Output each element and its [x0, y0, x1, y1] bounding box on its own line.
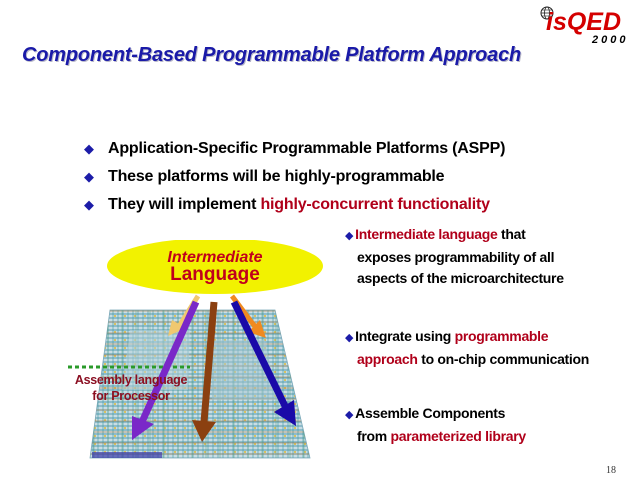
right-bullet-1-highlight: Intermediate language: [355, 226, 498, 242]
main-bullet-2-text: These platforms will be highly-programma…: [108, 168, 445, 185]
arrows: [132, 294, 296, 442]
right-bullet-1-text-b: exposes programmability of all: [357, 249, 555, 265]
main-bullet-1-text: Application-Specific Programmable Platfo…: [108, 140, 506, 157]
diamond-bullet-icon: ◆: [84, 197, 94, 212]
right-bullet-2-highlight-2: approach: [357, 351, 418, 367]
isqed-logo: isQED 2000: [538, 4, 638, 48]
main-bullet-2: ◆ These platforms will be highly-programm…: [84, 168, 445, 186]
right-bullet-1-text-c: aspects of the microarchitecture: [357, 270, 564, 286]
right-bullet-2-text-b: to on-chip communication: [417, 351, 590, 367]
diamond-bullet-icon: ◆: [84, 169, 94, 184]
main-bullet-1: ◆ Application-Specific Programmable Platf…: [84, 140, 505, 158]
main-bullet-3-highlight: highly-concurrent functionality: [260, 196, 490, 213]
right-bullet-3-text-b: from: [357, 428, 391, 444]
right-bullet-1: ◆Intermediate language that exposes prog…: [345, 224, 564, 289]
right-bullet-1-text-a: that: [497, 226, 526, 242]
right-bullet-3-highlight: parameterized library: [390, 428, 527, 444]
ellipse-text-line1: Intermediate: [167, 249, 262, 266]
page-number: 18: [606, 465, 616, 476]
globe-icon: [540, 6, 554, 20]
right-bullet-3: ◆Assemble Components from parameterized …: [345, 403, 526, 447]
logo-year: 2000: [592, 34, 629, 46]
main-bullet-3-text: They will implement: [108, 196, 261, 213]
assembly-label-line2: for Processor: [92, 389, 170, 403]
assembly-language-label: Assembly language for Processor: [66, 372, 196, 404]
slide-title: Component-Based Programmable Platform Ap…: [22, 44, 522, 66]
intermediate-language-ellipse: Intermediate Language: [107, 240, 323, 294]
logo-text: isQED: [546, 8, 622, 36]
diamond-bullet-icon: ◆: [345, 409, 354, 421]
assembly-label-line1: Assembly language: [74, 373, 188, 387]
right-bullet-2-highlight: programmable: [454, 328, 549, 344]
ellipse-text-line2: Language: [170, 264, 260, 285]
main-bullet-3: ◆ They will implement highly-concurrent f…: [84, 196, 490, 214]
right-bullet-2-text-a: Integrate using: [355, 328, 455, 344]
diamond-bullet-icon: ◆: [345, 332, 354, 344]
diamond-bullet-icon: ◆: [345, 230, 354, 242]
diamond-bullet-icon: ◆: [84, 141, 94, 156]
right-bullet-3-text-a: Assemble Components: [355, 405, 506, 421]
platform-diagram: Intermediate Language: [68, 240, 323, 459]
right-bullet-2: ◆Integrate using programmable approach t…: [345, 326, 589, 370]
